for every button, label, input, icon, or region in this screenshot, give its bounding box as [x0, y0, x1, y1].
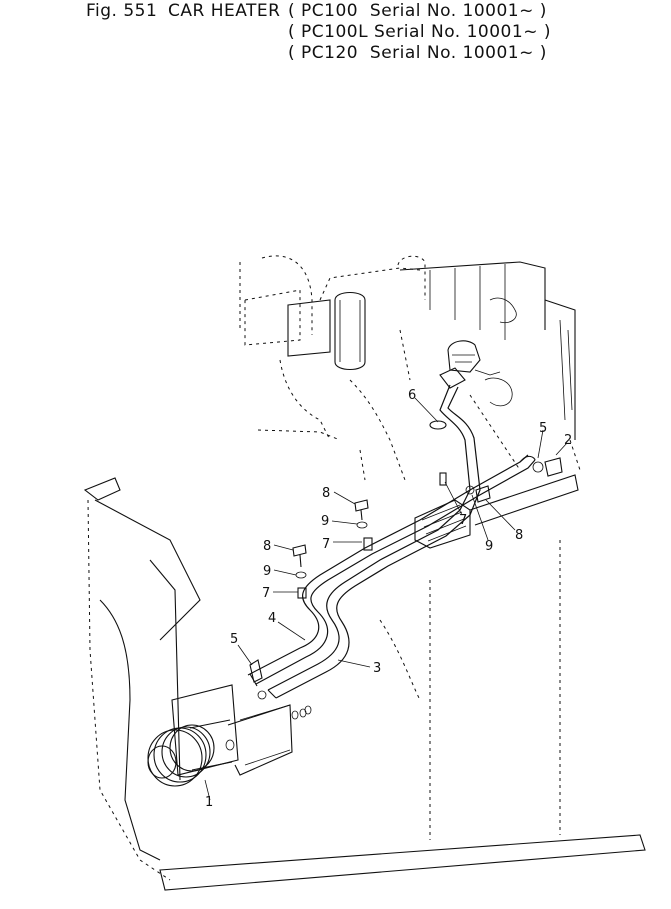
- callout-5-lower: 5: [230, 632, 238, 647]
- header: Fig. 551 CAR HEATER ( PC100 Serial No. 1…: [0, 0, 671, 70]
- callout-8-right: 8: [515, 528, 523, 543]
- heater-unit: [147, 684, 312, 787]
- callout-7-mid: 7: [322, 537, 330, 552]
- callout-1: 1: [205, 795, 213, 810]
- figure-number: Fig. 551: [86, 1, 158, 21]
- callout-4: 4: [268, 611, 276, 626]
- callout-9-left: 9: [263, 564, 271, 579]
- callout-9-right: 9: [485, 539, 493, 554]
- serial-line-1: ( PC100 Serial No. 10001~ ): [288, 1, 547, 21]
- figure-title: CAR HEATER: [168, 1, 281, 21]
- control-box: [414, 499, 471, 549]
- callout-8-mid: 8: [322, 486, 330, 501]
- callout-5-top: 5: [539, 421, 547, 436]
- callout-6: 6: [408, 388, 416, 403]
- bolts-washers: [292, 499, 369, 579]
- serial-line-3: ( PC120 Serial No. 10001~ ): [288, 43, 547, 63]
- cab-floor-outline: [83, 474, 646, 891]
- callout-3: 3: [373, 661, 381, 676]
- leader-lines: [204, 397, 568, 801]
- hose-assembly: [247, 384, 536, 699]
- water-valve: [439, 340, 501, 389]
- callout-7-right: 7: [459, 513, 467, 528]
- serial-line-2: ( PC100L Serial No. 10001~ ): [288, 22, 551, 42]
- callout-9-mid: 9: [321, 514, 329, 529]
- callout-2: 2: [564, 433, 572, 448]
- clamps-fittings: [249, 420, 563, 700]
- callout-7-left: 7: [262, 586, 270, 601]
- callout-8-left: 8: [263, 539, 271, 554]
- engine-phantom-outline: [239, 255, 581, 481]
